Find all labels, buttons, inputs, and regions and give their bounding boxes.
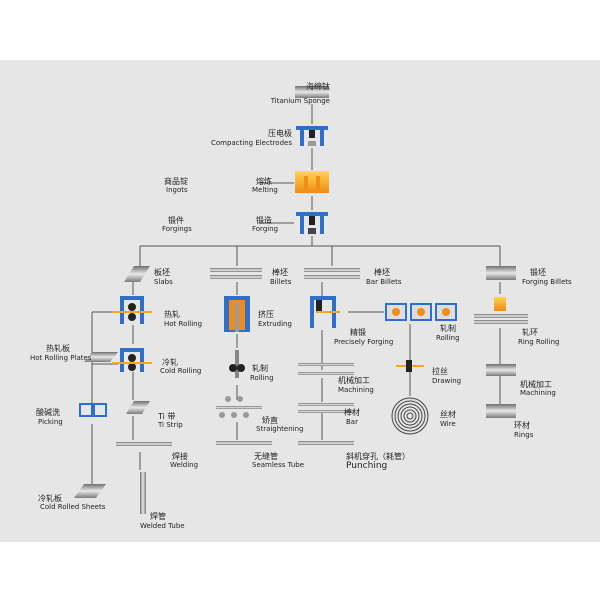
picking-tank-icon: [79, 403, 107, 417]
forging-billet-icon: [486, 266, 516, 280]
precisely-forging-label-zh: 精锻: [350, 328, 366, 337]
bar-rolling-label-en: Rolling: [436, 334, 460, 342]
machining-ring-label-zh: 机械加工: [520, 380, 552, 389]
cold-rolling-mill-icon: [112, 348, 152, 372]
slab-icon: [124, 266, 150, 282]
hot-rolling-plates-label-zh: 热轧板: [46, 344, 70, 353]
drawing-label-en: Drawing: [432, 377, 462, 385]
welding-label-en: Welding: [170, 461, 199, 469]
billets-icon: [210, 268, 262, 279]
punching-tube-icon: [298, 441, 354, 445]
wire-coil-icon: [391, 397, 429, 435]
rings-label-en: Rings: [514, 431, 534, 439]
forging-label-zh: 锻造: [256, 216, 272, 225]
machining-bar-label-en: Machining: [338, 386, 374, 394]
billets-label-en: Billets: [270, 278, 292, 286]
precise-forging-press-icon: [310, 296, 340, 328]
drawing-label-zh: 拉丝: [432, 367, 448, 376]
compacting-electrodes-label-en: Compacting Electrodes: [210, 139, 292, 147]
hot-rolling-mill-icon: [112, 296, 152, 324]
billets-label-zh: 棒坯: [272, 268, 288, 277]
seamless-tube-icon: [216, 441, 272, 445]
bar-label-en: Bar: [346, 418, 358, 426]
bar-rolling-stands-icon: [385, 303, 457, 321]
cold-rolled-sheets-label-en: Cold Rolled Sheets: [40, 503, 106, 511]
precisely-forging-label-en: Precisely Forging: [334, 338, 394, 346]
picking-label-en: Picking: [38, 418, 63, 426]
seamless-tube-label-zh: 无缝管: [254, 452, 278, 461]
forging-billets-label-zh: 锻坯: [530, 268, 546, 277]
machining-bar-label-zh: 机械加工: [338, 376, 370, 385]
punching-label-en: Punching: [346, 461, 388, 471]
welding-label-zh: 焊接: [172, 452, 188, 461]
forging-press-icon: [296, 212, 328, 234]
welded-tube-label-zh: 焊管: [150, 512, 166, 521]
bar-label-zh: 棒材: [344, 408, 360, 417]
melting-label-zh: 熔炼: [256, 177, 272, 186]
forgings-label-zh: 锻件: [168, 216, 184, 225]
tube-rolling-label-zh: 轧制: [252, 364, 268, 373]
bar-billets-label-zh: 棒坯: [374, 268, 390, 277]
ti-strip-label-en: Ti Strip: [158, 421, 183, 429]
slabs-label-zh: 板坯: [154, 268, 170, 277]
ti-strip-icon: [126, 401, 150, 414]
machining-ring-label-en: Machining: [520, 389, 556, 397]
extruding-label-zh: 挤压: [258, 310, 274, 319]
ring-rolling-label-en: Ring Rolling: [518, 338, 560, 346]
titanium-sponge-label-en: Titanium Sponge: [270, 97, 330, 105]
cold-rolled-sheets-label-zh: 冷轧板: [38, 494, 62, 503]
extruder-icon: [224, 296, 250, 332]
cold-rolling-label-en: Cold Rolling: [160, 367, 202, 375]
rings-icon: [486, 404, 516, 418]
compacting-press-icon: [296, 126, 328, 146]
bar-billets-label-en: Bar Billets: [366, 278, 402, 286]
straightening-label-en: Straightening: [256, 425, 304, 433]
forgings-label-en: Forgings: [162, 225, 192, 233]
melting-label-en: Melting: [252, 186, 278, 194]
slabs-label-en: Slabs: [154, 278, 173, 286]
hot-rolling-label-en: Hot Rolling: [164, 320, 203, 328]
seamless-tube-label-en: Seamless Tube: [252, 461, 305, 469]
machining-bar-icon: [298, 363, 354, 375]
straightening-label-zh: 矫直: [262, 416, 278, 425]
hot-rolling-label-zh: 热轧: [164, 310, 180, 319]
ring-rolling-icon: [474, 297, 528, 324]
connector-lines: [91, 104, 501, 488]
welded-tube-icon: [140, 472, 146, 514]
bar-billets-icon: [304, 268, 360, 279]
compacting-electrodes-label-zh: 压电极: [268, 129, 292, 138]
hot-rolling-plates-label-en: Hot Rolling Plates: [30, 354, 92, 362]
tube-rolling-icon: [229, 350, 245, 378]
wire-label-zh: 丝材: [440, 410, 456, 419]
ingots-label-en: Ingots: [166, 186, 188, 194]
extruding-label-en: Extruding: [258, 320, 292, 328]
titanium-sponge-label-zh: 海绵钛: [306, 82, 330, 91]
cold-rolled-sheet-icon: [74, 484, 106, 498]
titanium-sponge-bar-icon: [295, 86, 329, 98]
hot-rolling-plate-icon: [84, 352, 118, 362]
punching-label-zh: 斜机穿孔（耗管）: [346, 452, 410, 461]
picking-label-zh: 酸碱洗: [36, 408, 60, 417]
forging-billets-label-en: Forging Billets: [522, 278, 572, 286]
melting-furnace-icon: [295, 171, 329, 193]
tube-rolling-label-en: Rolling: [250, 374, 274, 382]
welding-icon: [116, 442, 172, 446]
welded-tube-label-en: Welded Tube: [140, 522, 185, 530]
cold-rolling-label-zh: 冷轧: [162, 358, 178, 367]
rings-label-zh: 环材: [514, 421, 530, 430]
bar-rolling-label-zh: 轧制: [440, 324, 456, 333]
machining-ring-icon: [486, 364, 516, 376]
wire-label-en: Wire: [440, 420, 456, 428]
ingots-label-zh: 商品锭: [164, 177, 188, 186]
ti-strip-label-zh: Ti 带: [158, 412, 176, 421]
forging-label-en: Forging: [252, 225, 279, 233]
ring-rolling-label-zh: 轧环: [522, 328, 538, 337]
drawing-die-icon: [396, 360, 424, 372]
bar-product-icon: [298, 403, 354, 413]
straightening-rollers-icon: [216, 396, 262, 418]
